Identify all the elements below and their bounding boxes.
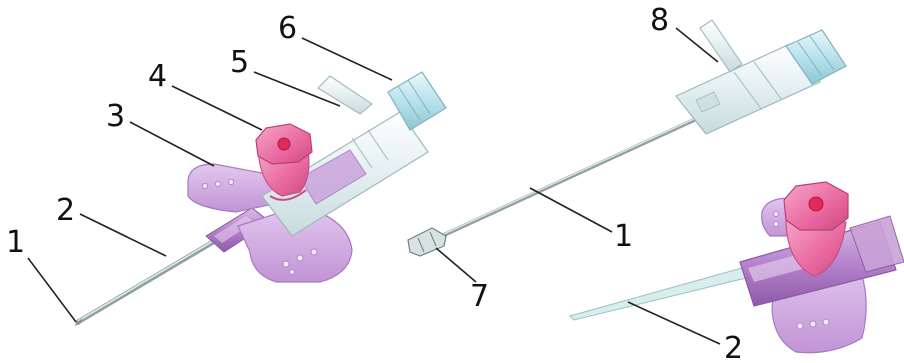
label-1-right: 1	[614, 219, 633, 254]
label-3: 3	[106, 99, 125, 134]
leader-6	[302, 38, 392, 80]
label-2-right: 2	[724, 331, 743, 363]
leader-4	[172, 86, 262, 130]
catheter-detail-right	[570, 182, 904, 353]
leader-3	[130, 122, 214, 166]
catheter-tube-right	[570, 268, 746, 320]
label-7: 7	[470, 279, 489, 314]
needle-left	[74, 231, 230, 326]
label-8: 8	[650, 3, 669, 38]
leader-7	[436, 248, 476, 282]
label-2-left: 2	[56, 193, 75, 228]
leader-2-left	[80, 214, 166, 256]
leader-2-right	[628, 302, 720, 344]
label-5: 5	[230, 45, 249, 80]
leader-1-left	[28, 258, 76, 322]
flow-control-tab-left	[318, 76, 372, 114]
label-6: 6	[278, 11, 297, 46]
label-4: 4	[148, 59, 167, 94]
needle-right	[420, 119, 694, 246]
label-1-left: 1	[6, 225, 25, 260]
leader-1-right	[530, 188, 612, 232]
flow-control-tab-right	[700, 20, 742, 72]
assembled-cannula	[74, 72, 446, 326]
